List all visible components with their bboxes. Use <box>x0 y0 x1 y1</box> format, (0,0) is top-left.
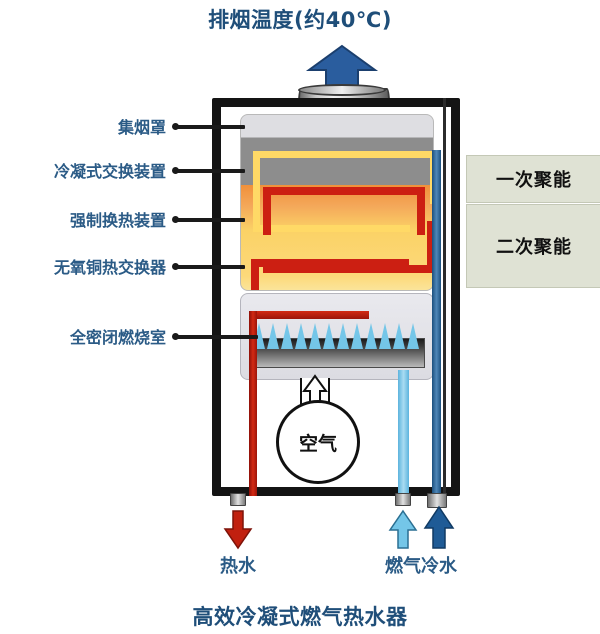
flame-icon <box>365 323 377 349</box>
gas-pipe <box>398 370 409 496</box>
label-hot-water: 热水 <box>196 552 280 578</box>
flame-icon <box>337 323 349 349</box>
flame-icon <box>281 323 293 349</box>
cold-water-pipe <box>432 150 441 496</box>
label-sealed-chamber: 全密闭燃烧室 <box>0 324 166 348</box>
leader-line-smoke-hood <box>174 125 245 129</box>
exhaust-arrow-icon <box>305 44 379 88</box>
label-condensing-unit: 冷凝式交换装置 <box>0 158 166 182</box>
leader-dot-sealed-chamber <box>172 333 179 340</box>
condensing-coil-yellow <box>253 151 433 204</box>
flame-icon <box>295 323 307 349</box>
label-hot-water-text: 热水 <box>220 556 256 577</box>
copper-coil-red-1 <box>263 187 425 235</box>
leader-dot-condensing-unit <box>172 167 179 174</box>
flame-icon <box>351 323 363 349</box>
condensing-coil-yellow-lower <box>253 191 410 232</box>
label-condensing-unit-text: 冷凝式交换装置 <box>53 162 166 181</box>
right-box-primary-energy-label: 一次聚能 <box>496 170 572 191</box>
air-intake-circle: 空气 <box>276 400 360 484</box>
hot-water-pipe-top <box>249 311 369 319</box>
upper-heat-exchange-module <box>240 114 434 291</box>
leader-line-sealed-chamber <box>174 335 258 339</box>
label-cold-water: 冷水 <box>399 552 479 578</box>
copper-coil-red-3 <box>251 259 409 290</box>
air-label: 空气 <box>298 432 337 455</box>
leader-line-condensing-unit <box>174 169 245 173</box>
label-smoke-hood: 集烟罩 <box>0 114 166 138</box>
leader-line-copper-exchanger <box>174 265 245 269</box>
flame-icon <box>267 323 279 349</box>
flame-icon <box>393 323 405 349</box>
hot-water-outlet-stub <box>230 493 246 506</box>
leader-dot-copper-exchanger <box>172 263 179 270</box>
label-sealed-chamber-text: 全密闭燃烧室 <box>69 328 166 347</box>
sealed-combustion-chamber <box>240 293 434 380</box>
flue-top-ellipse <box>298 84 386 96</box>
leader-line-forced-heat-unit <box>174 218 245 222</box>
right-box-secondary-energy: 二次聚能 <box>466 204 600 288</box>
label-smoke-hood-text: 集烟罩 <box>117 118 166 137</box>
cold-water-arrow-icon <box>423 505 455 549</box>
copper-coil-red-2 <box>263 221 433 273</box>
hot-water-arrow-icon <box>223 510 253 550</box>
gas-inlet-stub <box>395 493 411 506</box>
label-copper-exchanger-text: 无氧铜热交换器 <box>53 258 166 277</box>
right-box-primary-energy: 一次聚能 <box>466 155 600 203</box>
label-copper-exchanger: 无氧铜热交换器 <box>0 254 166 278</box>
leader-dot-smoke-hood <box>172 123 179 130</box>
fuel-gas-arrow-icon <box>388 509 418 549</box>
leader-dot-forced-heat-unit <box>172 216 179 223</box>
label-fuel-gas-text: 燃气 <box>385 556 421 577</box>
right-box-secondary-energy-label: 二次聚能 <box>496 237 572 258</box>
hot-water-pipe <box>249 311 257 496</box>
flame-icon <box>407 323 419 349</box>
label-forced-heat-unit-text: 强制换热装置 <box>69 211 166 230</box>
label-cold-water-text: 冷水 <box>421 556 457 577</box>
cold-water-inlet-stub <box>427 493 447 508</box>
page-title: 排烟温度(约40℃) <box>208 8 392 32</box>
flame-icon <box>379 323 391 349</box>
label-fuel-gas: 燃气 <box>363 552 443 578</box>
flame-icon <box>323 323 335 349</box>
flame-icon <box>309 323 321 349</box>
figure-caption: 高效冷凝式燃气热水器 <box>192 605 408 629</box>
cabinet-inner-edge <box>443 98 446 496</box>
label-forced-heat-unit: 强制换热装置 <box>0 207 166 231</box>
